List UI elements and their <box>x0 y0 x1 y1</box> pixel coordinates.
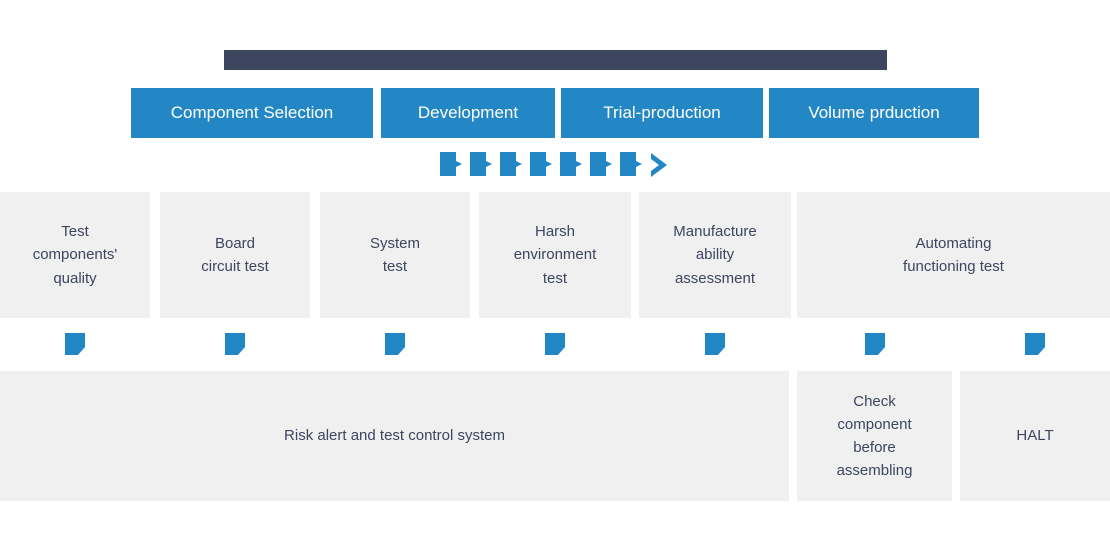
activity-box-board-circuit-test[interactable]: Board circuit test <box>160 192 310 318</box>
activity-box-system-test[interactable]: System test <box>320 192 470 318</box>
phase-tab-volume-production[interactable]: Volume prduction <box>769 88 979 138</box>
flag-marker-icon <box>590 152 612 176</box>
activity-box-label: Risk alert and test control system <box>284 427 505 445</box>
flag-marker-icon <box>620 152 642 176</box>
note-marker-icon <box>865 333 885 355</box>
connector-marker-strip <box>0 333 1110 359</box>
chevron-right-icon <box>650 152 672 178</box>
activity-row-secondary: Risk alert and test control system Check… <box>0 371 1110 501</box>
flag-marker-icon <box>470 152 492 176</box>
activity-box-label: Board circuit test <box>201 234 269 275</box>
note-marker-icon <box>1025 333 1045 355</box>
phase-tab-label: Trial-production <box>603 102 721 122</box>
timeline-header-bar <box>224 50 887 70</box>
note-marker-icon <box>225 333 245 355</box>
phase-tab-development[interactable]: Development <box>381 88 555 138</box>
activity-box-label: Harsh environment test <box>513 223 597 287</box>
phase-tab-trial-production[interactable]: Trial-production <box>561 88 763 138</box>
activity-box-label: Automating functioning test <box>903 234 1004 275</box>
activity-box-label: Manufacture ability assessment <box>673 223 757 287</box>
flag-marker-icon <box>530 152 552 176</box>
activity-box-label: System test <box>369 234 420 275</box>
note-marker-icon <box>385 333 405 355</box>
activity-box-harsh-environment-test[interactable]: Harsh environment test <box>479 192 631 318</box>
note-marker-icon <box>65 333 85 355</box>
note-marker-icon <box>545 333 565 355</box>
flag-marker-icon <box>560 152 582 176</box>
activity-box-automating-functioning-test[interactable]: Automating functioning test <box>797 192 1110 318</box>
activity-box-label: HALT <box>1016 427 1054 445</box>
activity-box-halt[interactable]: HALT <box>960 371 1110 501</box>
activity-row-primary: Test components' quality Board circuit t… <box>0 192 1110 318</box>
flag-marker-icon <box>500 152 522 176</box>
phase-tab-label: Component Selection <box>170 102 334 122</box>
activity-box-label: Check component before assembling <box>836 392 913 480</box>
activity-box-manufacture-ability-assessment[interactable]: Manufacture ability assessment <box>639 192 791 318</box>
phase-tab-component-selection[interactable]: Component Selection <box>131 88 373 138</box>
activity-box-risk-alert-test-control-system[interactable]: Risk alert and test control system <box>0 371 789 501</box>
activity-box-check-component-before-assembling[interactable]: Check component before assembling <box>797 371 952 501</box>
activity-box-test-components-quality[interactable]: Test components' quality <box>0 192 150 318</box>
flag-marker-strip <box>0 152 1110 182</box>
note-marker-icon <box>705 333 725 355</box>
phase-row: Component Selection Development Trial-pr… <box>0 88 1110 138</box>
phase-tab-label: Volume prduction <box>808 102 940 122</box>
flag-marker-icon <box>440 152 462 176</box>
phase-tab-label: Development <box>417 102 519 122</box>
activity-box-label: Test components' quality <box>32 223 118 287</box>
